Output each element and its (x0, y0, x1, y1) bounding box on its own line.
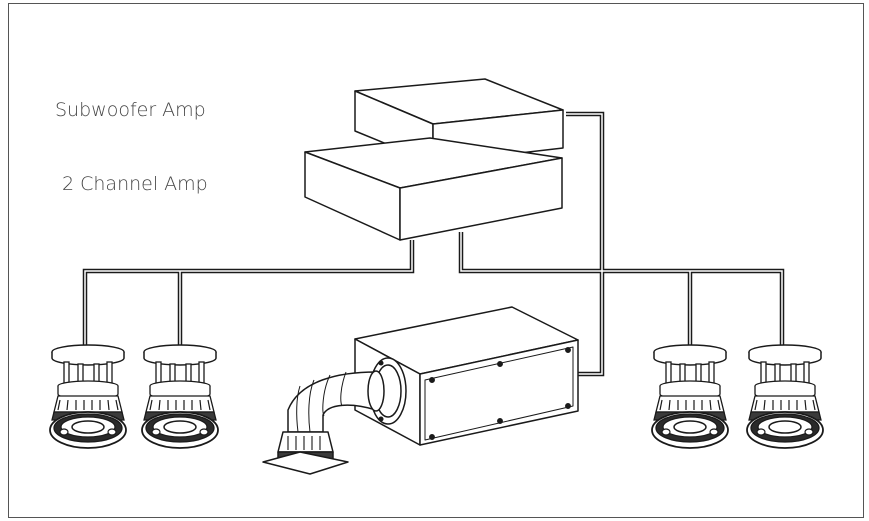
subwoofer-amp-label: Subwoofer Amp (55, 99, 206, 121)
two-channel-amp (304, 137, 563, 241)
ceiling-speaker-2 (141, 344, 219, 449)
ceiling-speaker-4 (746, 344, 824, 449)
ceiling-speaker-1 (49, 344, 127, 449)
subwoofer-duct (262, 370, 385, 475)
two-channel-amp-label: 2 Channel Amp (62, 173, 208, 195)
ceiling-speaker-3 (651, 344, 729, 449)
diagram-frame (8, 3, 864, 518)
subwoofer-enclosure (354, 306, 579, 446)
